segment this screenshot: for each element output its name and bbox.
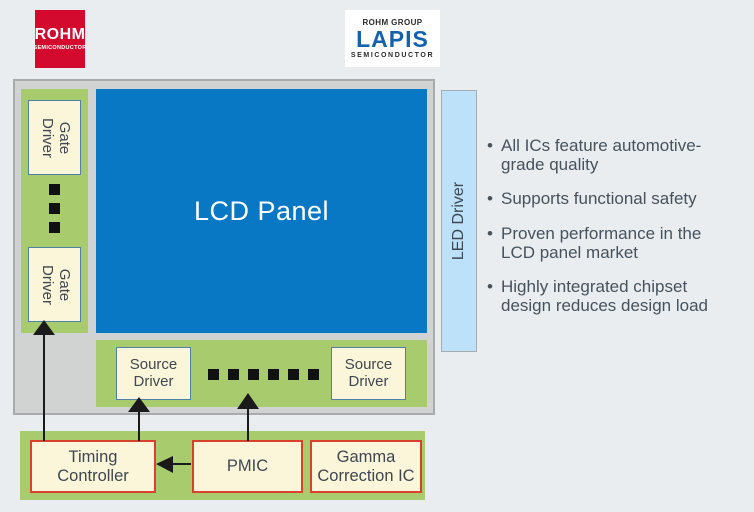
gate-driver-box-bottom: Gate Driver: [28, 247, 81, 322]
ellipsis-dot: [49, 203, 60, 214]
ellipsis-dot: [228, 369, 239, 380]
pmic-label: PMIC: [226, 457, 269, 476]
source-driver-box-right: Source Driver: [331, 347, 406, 400]
gate-driver-label: Gate Driver: [38, 117, 73, 158]
source-driver-label: Source Driver: [344, 355, 393, 390]
source-driver-box-left: Source Driver: [116, 347, 191, 400]
rohm-logo: ROHM SEMICONDUCTOR: [33, 10, 87, 68]
feature-bullet: All ICs feature automotive-grade quality: [487, 136, 739, 174]
ellipsis-dot: [308, 369, 319, 380]
feature-bullet: Proven performance in the LCD panel mark…: [487, 224, 739, 262]
timing-controller-box: Timing Controller: [30, 440, 156, 493]
lapis-logo-subtitle: SEMICONDUCTOR: [350, 51, 435, 59]
feature-bullet-list: All ICs feature automotive-grade quality…: [487, 136, 739, 330]
ellipsis-dot: [208, 369, 219, 380]
rohm-logo-subtitle: SEMICONDUCTOR: [33, 45, 87, 51]
ellipsis-dot: [248, 369, 259, 380]
feature-bullet: Highly integrated chipset design reduces…: [487, 277, 739, 315]
feature-bullet: Supports functional safety: [487, 189, 739, 208]
gamma-correction-ic-label: Gamma Correction IC: [317, 448, 415, 485]
source-driver-label: Source Driver: [129, 355, 178, 390]
ellipsis-dot: [288, 369, 299, 380]
led-driver-bar: LED Driver: [441, 90, 477, 352]
led-driver-label: LED Driver: [450, 181, 467, 261]
rohm-logo-title: ROHM: [34, 26, 86, 43]
ellipsis-dot: [268, 369, 279, 380]
gate-driver-label: Gate Driver: [38, 264, 73, 305]
lcd-panel-label: LCD Panel: [193, 195, 330, 226]
ellipsis-dot: [49, 184, 60, 195]
lapis-logo-title: LAPIS: [356, 26, 429, 53]
ellipsis-dot: [49, 222, 60, 233]
lcd-panel: LCD Panel: [96, 89, 427, 333]
lapis-logo: ROHM GROUP LAPIS SEMICONDUCTOR: [345, 10, 440, 67]
timing-controller-label: Timing Controller: [57, 448, 129, 485]
pmic-box: PMIC: [192, 440, 303, 493]
lapis-logo-group: ROHM GROUP: [362, 18, 423, 28]
gamma-correction-ic-box: Gamma Correction IC: [310, 440, 422, 493]
gate-driver-box-top: Gate Driver: [28, 100, 81, 175]
